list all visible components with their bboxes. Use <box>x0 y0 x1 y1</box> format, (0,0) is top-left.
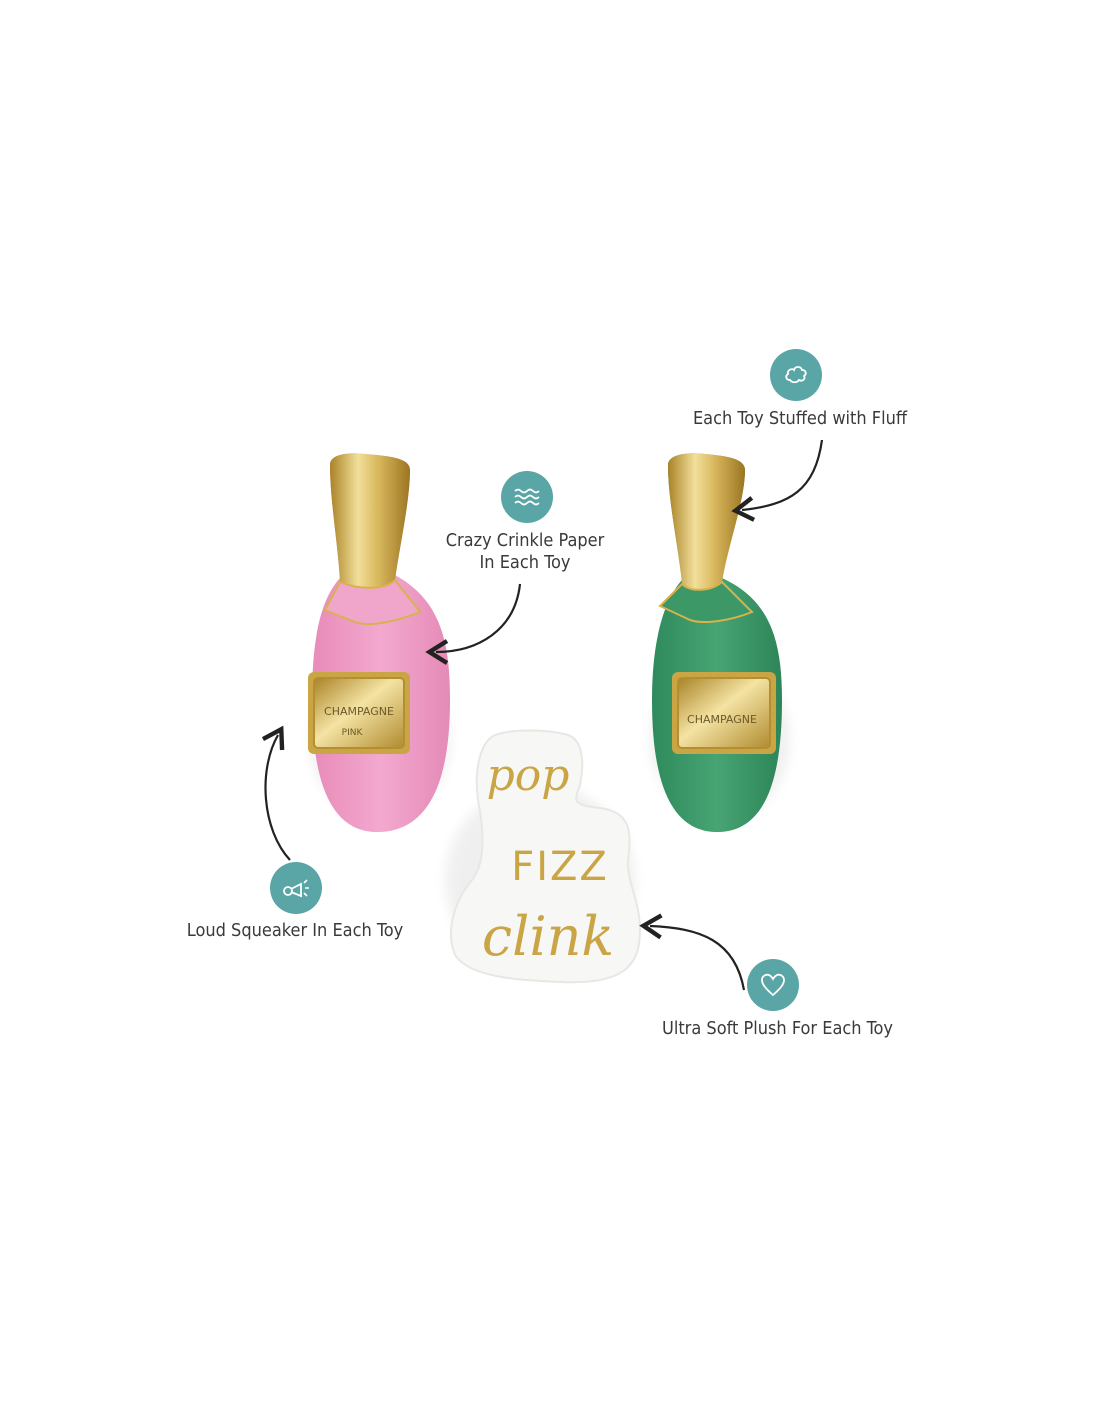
feature-label-plush: Ultra Soft Plush For Each Toy <box>661 1018 893 1039</box>
pillow-text-fizz: FIZZ <box>511 844 609 890</box>
green-bottle-toy: CHAMPAGNE <box>650 453 790 833</box>
arrow-crinkle <box>425 583 522 665</box>
pink-bottle-label-line1: CHAMPAGNE <box>324 705 394 718</box>
arrow-fluff <box>731 439 824 522</box>
arrow-squeaker <box>261 725 291 861</box>
feature-label-squeaker: Loud Squeaker In Each Toy <box>186 920 404 941</box>
feature-label-crinkle-line2: In Each Toy <box>479 552 571 573</box>
heart-icon <box>747 959 799 1011</box>
feature-label-fluff: Each Toy Stuffed with Fluff <box>692 408 908 429</box>
pink-bottle-label-line2: PINK <box>342 728 364 738</box>
feature-label-crinkle-line1: Crazy Crinkle Paper <box>445 530 605 551</box>
pillow-text-pop: pop <box>487 750 570 801</box>
pop-fizz-clink-toy: pop FIZZ clink <box>445 729 642 984</box>
feature-label-crinkle: Crazy Crinkle Paper In Each Toy <box>410 530 640 574</box>
horn-icon <box>270 862 322 914</box>
waves-icon <box>501 471 553 523</box>
green-bottle-label: CHAMPAGNE <box>687 713 757 726</box>
arrow-plush <box>639 913 746 991</box>
cloud-icon <box>770 349 822 401</box>
pink-bottle-toy: CHAMPAGNE PINK <box>308 453 450 833</box>
pillow-text-clink: clink <box>482 905 614 968</box>
